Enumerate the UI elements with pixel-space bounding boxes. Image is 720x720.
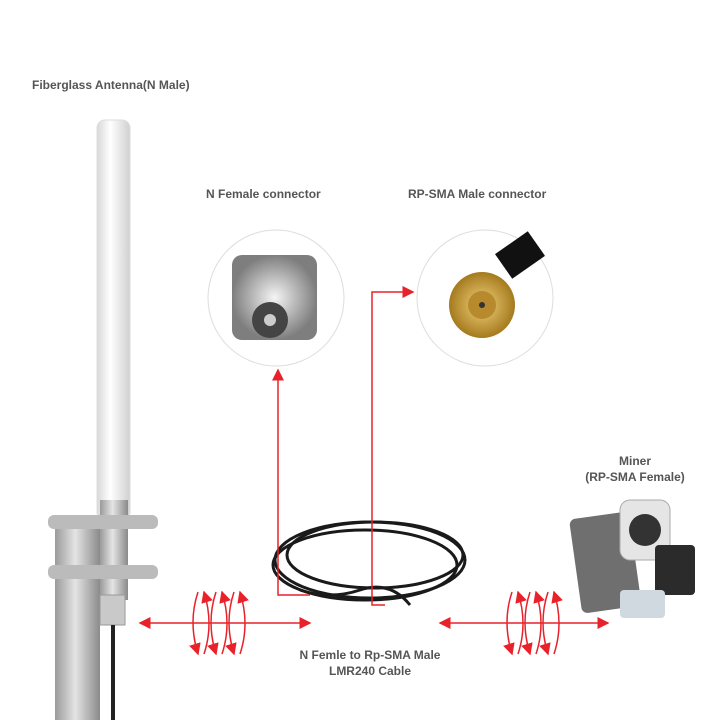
signal-wave-icons — [189, 590, 563, 656]
rpsma-male-connector-image — [416, 229, 554, 367]
n-female-connector-image — [207, 229, 345, 367]
rpsma-male-label: RP-SMA Male connector — [408, 187, 547, 201]
connection-arrows — [138, 286, 610, 629]
lmr240-cable — [271, 520, 467, 606]
cable-label-line2: LMR240 Cable — [328, 664, 412, 678]
antenna-label: Fiberglass Antenna(N Male) — [32, 78, 190, 92]
miner-subtitle: (RP-SMA Female) — [585, 470, 685, 484]
miner-device — [569, 499, 695, 618]
cable-label: N Femle to Rp-SMA Male LMR240 Cable — [280, 647, 460, 679]
miner-title: Miner — [618, 454, 651, 468]
cable-label-line1: N Femle to Rp-SMA Male — [299, 648, 441, 662]
n-female-label: N Female connector — [206, 187, 321, 201]
miner-label: Miner (RP-SMA Female) — [560, 453, 710, 485]
fiberglass-antenna — [48, 119, 158, 720]
